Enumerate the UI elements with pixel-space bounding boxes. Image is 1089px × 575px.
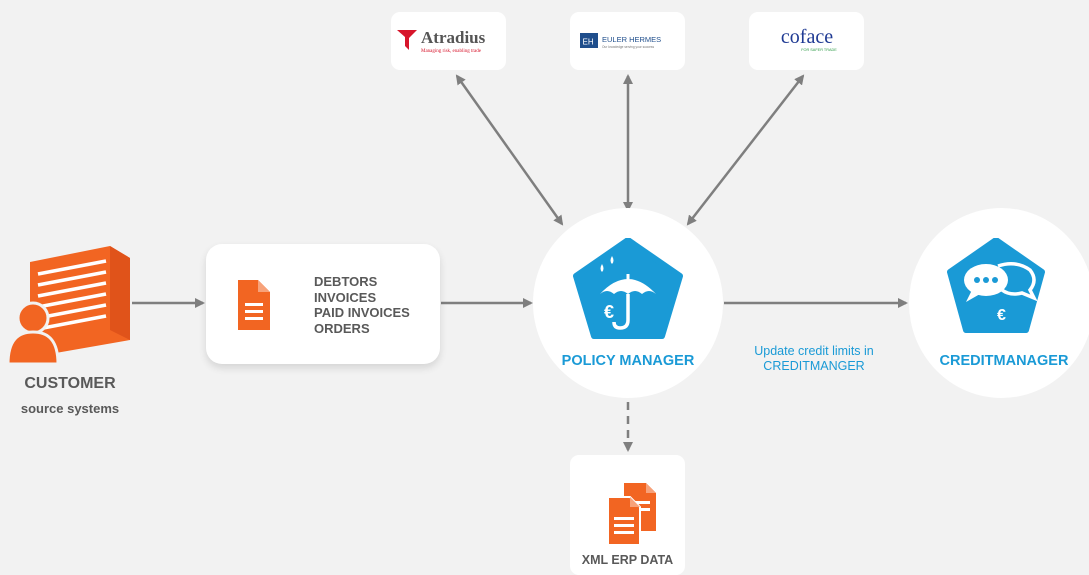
update-caption-line1: Update credit limits in <box>754 344 874 358</box>
coface-logo-card: coface FOR SAFER TRADE <box>749 12 864 70</box>
customer-subtitle: source systems <box>20 401 120 416</box>
policy-manager-label: POLICY MANAGER <box>561 353 695 369</box>
eulerhermes-name: EULER HERMES <box>602 35 661 44</box>
arrow-policy-coface <box>686 74 805 226</box>
list-item: INVOICES <box>314 289 377 305</box>
xml-erp-label: XML ERP DATA <box>581 553 674 567</box>
update-caption-line2: CREDITMANGER <box>763 359 865 373</box>
atradius-name: Atradius <box>421 28 486 47</box>
customer-building-icon <box>8 246 130 366</box>
list-item: DEBTORS <box>314 274 378 289</box>
customer-title: CUSTOMER <box>24 375 116 392</box>
xml-erp-card: XML ERP DATA <box>570 455 685 575</box>
umbrella-euro-icon: € <box>573 238 683 339</box>
list-item: ORDERS <box>314 320 370 336</box>
xml-documents-icon <box>607 483 656 545</box>
coface-logo: coface FOR SAFER TRADE <box>780 26 837 52</box>
arrow-policy-atradius <box>455 74 564 226</box>
chat-euro-icon: € <box>947 238 1045 333</box>
data-sources-card: DEBTORS INVOICES PAID INVOICES ORDERS <box>206 244 440 364</box>
atradius-tagline: Managing risk, enabling trade <box>421 49 482 54</box>
coface-tagline: FOR SAFER TRADE <box>801 48 837 52</box>
svg-text:€: € <box>604 302 614 322</box>
svg-text:€: € <box>997 307 1006 324</box>
update-caption: Update credit limits in CREDITMANGER <box>724 344 904 374</box>
eulerhermes-logo: EH EULER HERMES Our knowledge serving yo… <box>579 33 661 49</box>
atradius-logo-card: Atradius Managing risk, enabling trade <box>391 12 506 70</box>
eulerhermes-logo-card: EH EULER HERMES Our knowledge serving yo… <box>570 12 685 70</box>
eulerhermes-tagline: Our knowledge serving your success <box>602 45 654 49</box>
atradius-logo: Atradius Managing risk, enabling trade <box>396 28 486 54</box>
creditmanager-label: CREDITMANAGER <box>939 353 1069 369</box>
data-source-list: DEBTORS INVOICES PAID INVOICES ORDERS <box>314 274 410 336</box>
list-item: PAID INVOICES <box>314 305 410 320</box>
svg-text:EH: EH <box>582 38 593 47</box>
coface-name: coface <box>780 26 832 48</box>
document-icon <box>238 280 270 330</box>
